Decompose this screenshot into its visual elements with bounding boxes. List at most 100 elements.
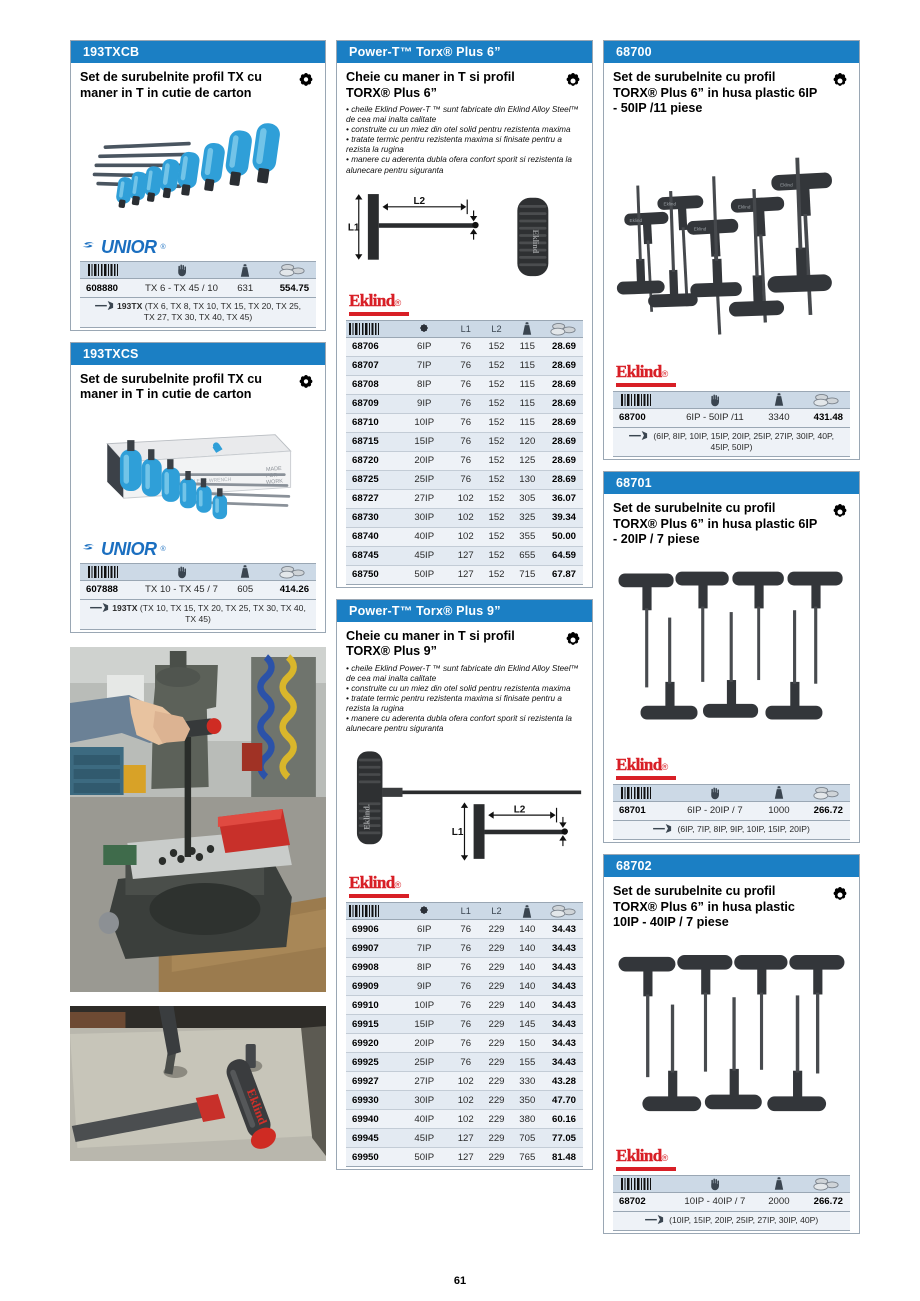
product-size: 45IP bbox=[398, 1128, 451, 1149]
product-image-68701 bbox=[613, 562, 850, 754]
product-card-powert-6[interactable]: Power-T™ Torx® Plus 6” Cheie cu maner in… bbox=[336, 40, 594, 588]
bullet-item: • cheile Eklind Power-T ™ sunt fabricate… bbox=[346, 105, 579, 125]
product-card-powert-9[interactable]: Power-T™ Torx® Plus 9” Cheie cu maner in… bbox=[336, 598, 594, 1171]
product-l2: 152 bbox=[481, 565, 512, 585]
eklind-wordmark: Eklind bbox=[616, 754, 663, 774]
product-size: 25IP bbox=[398, 470, 451, 490]
product-l2: 229 bbox=[481, 1014, 512, 1035]
product-l2: 152 bbox=[481, 527, 512, 547]
product-size: 8IP bbox=[398, 957, 451, 978]
product-price: 77.05 bbox=[542, 1128, 584, 1149]
spec-table-68700: 68700 6IP - 50IP /11 3340 431.48 bbox=[613, 390, 850, 428]
product-size: 40IP bbox=[398, 527, 451, 547]
product-card-193txcs[interactable]: 193TXCS Set de surubelnite profil TX cu … bbox=[70, 341, 327, 633]
product-code: 69915 bbox=[346, 1014, 399, 1035]
card-body-193txcs: Set de surubelnite profil TX cu maner in… bbox=[71, 364, 326, 632]
table-row[interactable]: 607888 TX 10 - TX 45 / 7 605 414.26 bbox=[80, 580, 317, 600]
product-size: 25IP bbox=[398, 1052, 451, 1073]
product-weight: 125 bbox=[511, 451, 543, 471]
svg-text:Eklind: Eklind bbox=[664, 201, 677, 206]
product-image-68702 bbox=[613, 945, 850, 1145]
variant-list: (TX 10, TX 15, TX 20, TX 25, TX 30, TX 4… bbox=[139, 602, 306, 625]
product-weight: 325 bbox=[511, 508, 543, 528]
svg-text:MADE: MADE bbox=[266, 466, 282, 473]
unior-logo: UNIOR® bbox=[80, 235, 316, 261]
product-price: 34.43 bbox=[542, 1014, 584, 1035]
product-card-68702[interactable]: 68702 Set de surubelnite cu profil TORX®… bbox=[603, 854, 860, 1235]
table-header-row: L1 L2 bbox=[346, 902, 584, 921]
product-code: 68702 bbox=[613, 1192, 675, 1212]
product-l2: 229 bbox=[481, 976, 512, 997]
barcode-icon bbox=[613, 783, 675, 802]
product-card-68701[interactable]: 68701 Set de surubelnite cu profil TORX®… bbox=[603, 471, 860, 844]
bullet-item: • cheile Eklind Power-T ™ sunt fabricate… bbox=[346, 663, 579, 683]
product-weight: 330 bbox=[511, 1071, 543, 1092]
registered-icon: ® bbox=[160, 545, 166, 553]
table-row[interactable]: 68701 6IP - 20IP / 7 1000 266.72 bbox=[613, 801, 850, 821]
feature-bullets: • cheile Eklind Power-T ™ sunt fabricate… bbox=[346, 664, 583, 735]
registered-icon: ® bbox=[661, 1152, 669, 1163]
product-l2: 152 bbox=[481, 356, 512, 376]
card-header-68702: 68702 bbox=[604, 855, 859, 878]
product-code: 607888 bbox=[80, 580, 142, 600]
product-l2: 229 bbox=[481, 957, 512, 978]
table-row[interactable]: 68700 6IP - 50IP /11 3340 431.48 bbox=[613, 408, 850, 428]
product-weight: 155 bbox=[511, 1052, 543, 1073]
product-l1: 76 bbox=[450, 919, 482, 940]
eklind-logo: Eklind® bbox=[346, 872, 583, 902]
product-price: 39.34 bbox=[542, 508, 584, 528]
page-number: 61 bbox=[453, 1275, 467, 1287]
product-size: 10IP bbox=[398, 413, 451, 433]
barcode-icon bbox=[613, 390, 675, 409]
column-header-l1: L1 bbox=[450, 902, 482, 921]
product-card-68700[interactable]: 68700 Set de surubelnite cu profil TORX®… bbox=[603, 40, 860, 461]
product-weight: 3340 bbox=[755, 408, 803, 428]
product-weight: 305 bbox=[511, 489, 543, 509]
torx-icon bbox=[830, 71, 850, 91]
table-row[interactable]: 608880 TX 6 - TX 45 / 10 631 554.75 bbox=[80, 278, 317, 298]
product-card-193txcb[interactable]: 193TXCB Set de surubelnite profil TX cu … bbox=[70, 40, 327, 331]
table-header-row bbox=[80, 562, 317, 581]
table-body: 68700 6IP - 50IP /11 3340 431.48 bbox=[613, 408, 850, 428]
product-weight: 130 bbox=[511, 470, 543, 490]
spec-table-193txcb: 608880 TX 6 - TX 45 / 10 631 554.75 bbox=[80, 261, 317, 298]
table-row[interactable]: 68702 10IP - 40IP / 7 2000 266.72 bbox=[613, 1192, 850, 1212]
product-weight: 115 bbox=[511, 356, 543, 376]
product-price: 28.69 bbox=[542, 413, 584, 433]
product-size: 30IP bbox=[398, 508, 451, 528]
dimension-diagram-9: Eklind. L1 bbox=[346, 740, 583, 872]
product-code: 69945 bbox=[346, 1128, 399, 1149]
weight-icon bbox=[221, 261, 269, 279]
product-price: 28.69 bbox=[542, 375, 584, 395]
product-code: 69940 bbox=[346, 1109, 399, 1130]
product-size: 50IP bbox=[398, 565, 451, 585]
coins-icon bbox=[802, 1174, 850, 1193]
product-size: 30IP bbox=[398, 1090, 451, 1111]
